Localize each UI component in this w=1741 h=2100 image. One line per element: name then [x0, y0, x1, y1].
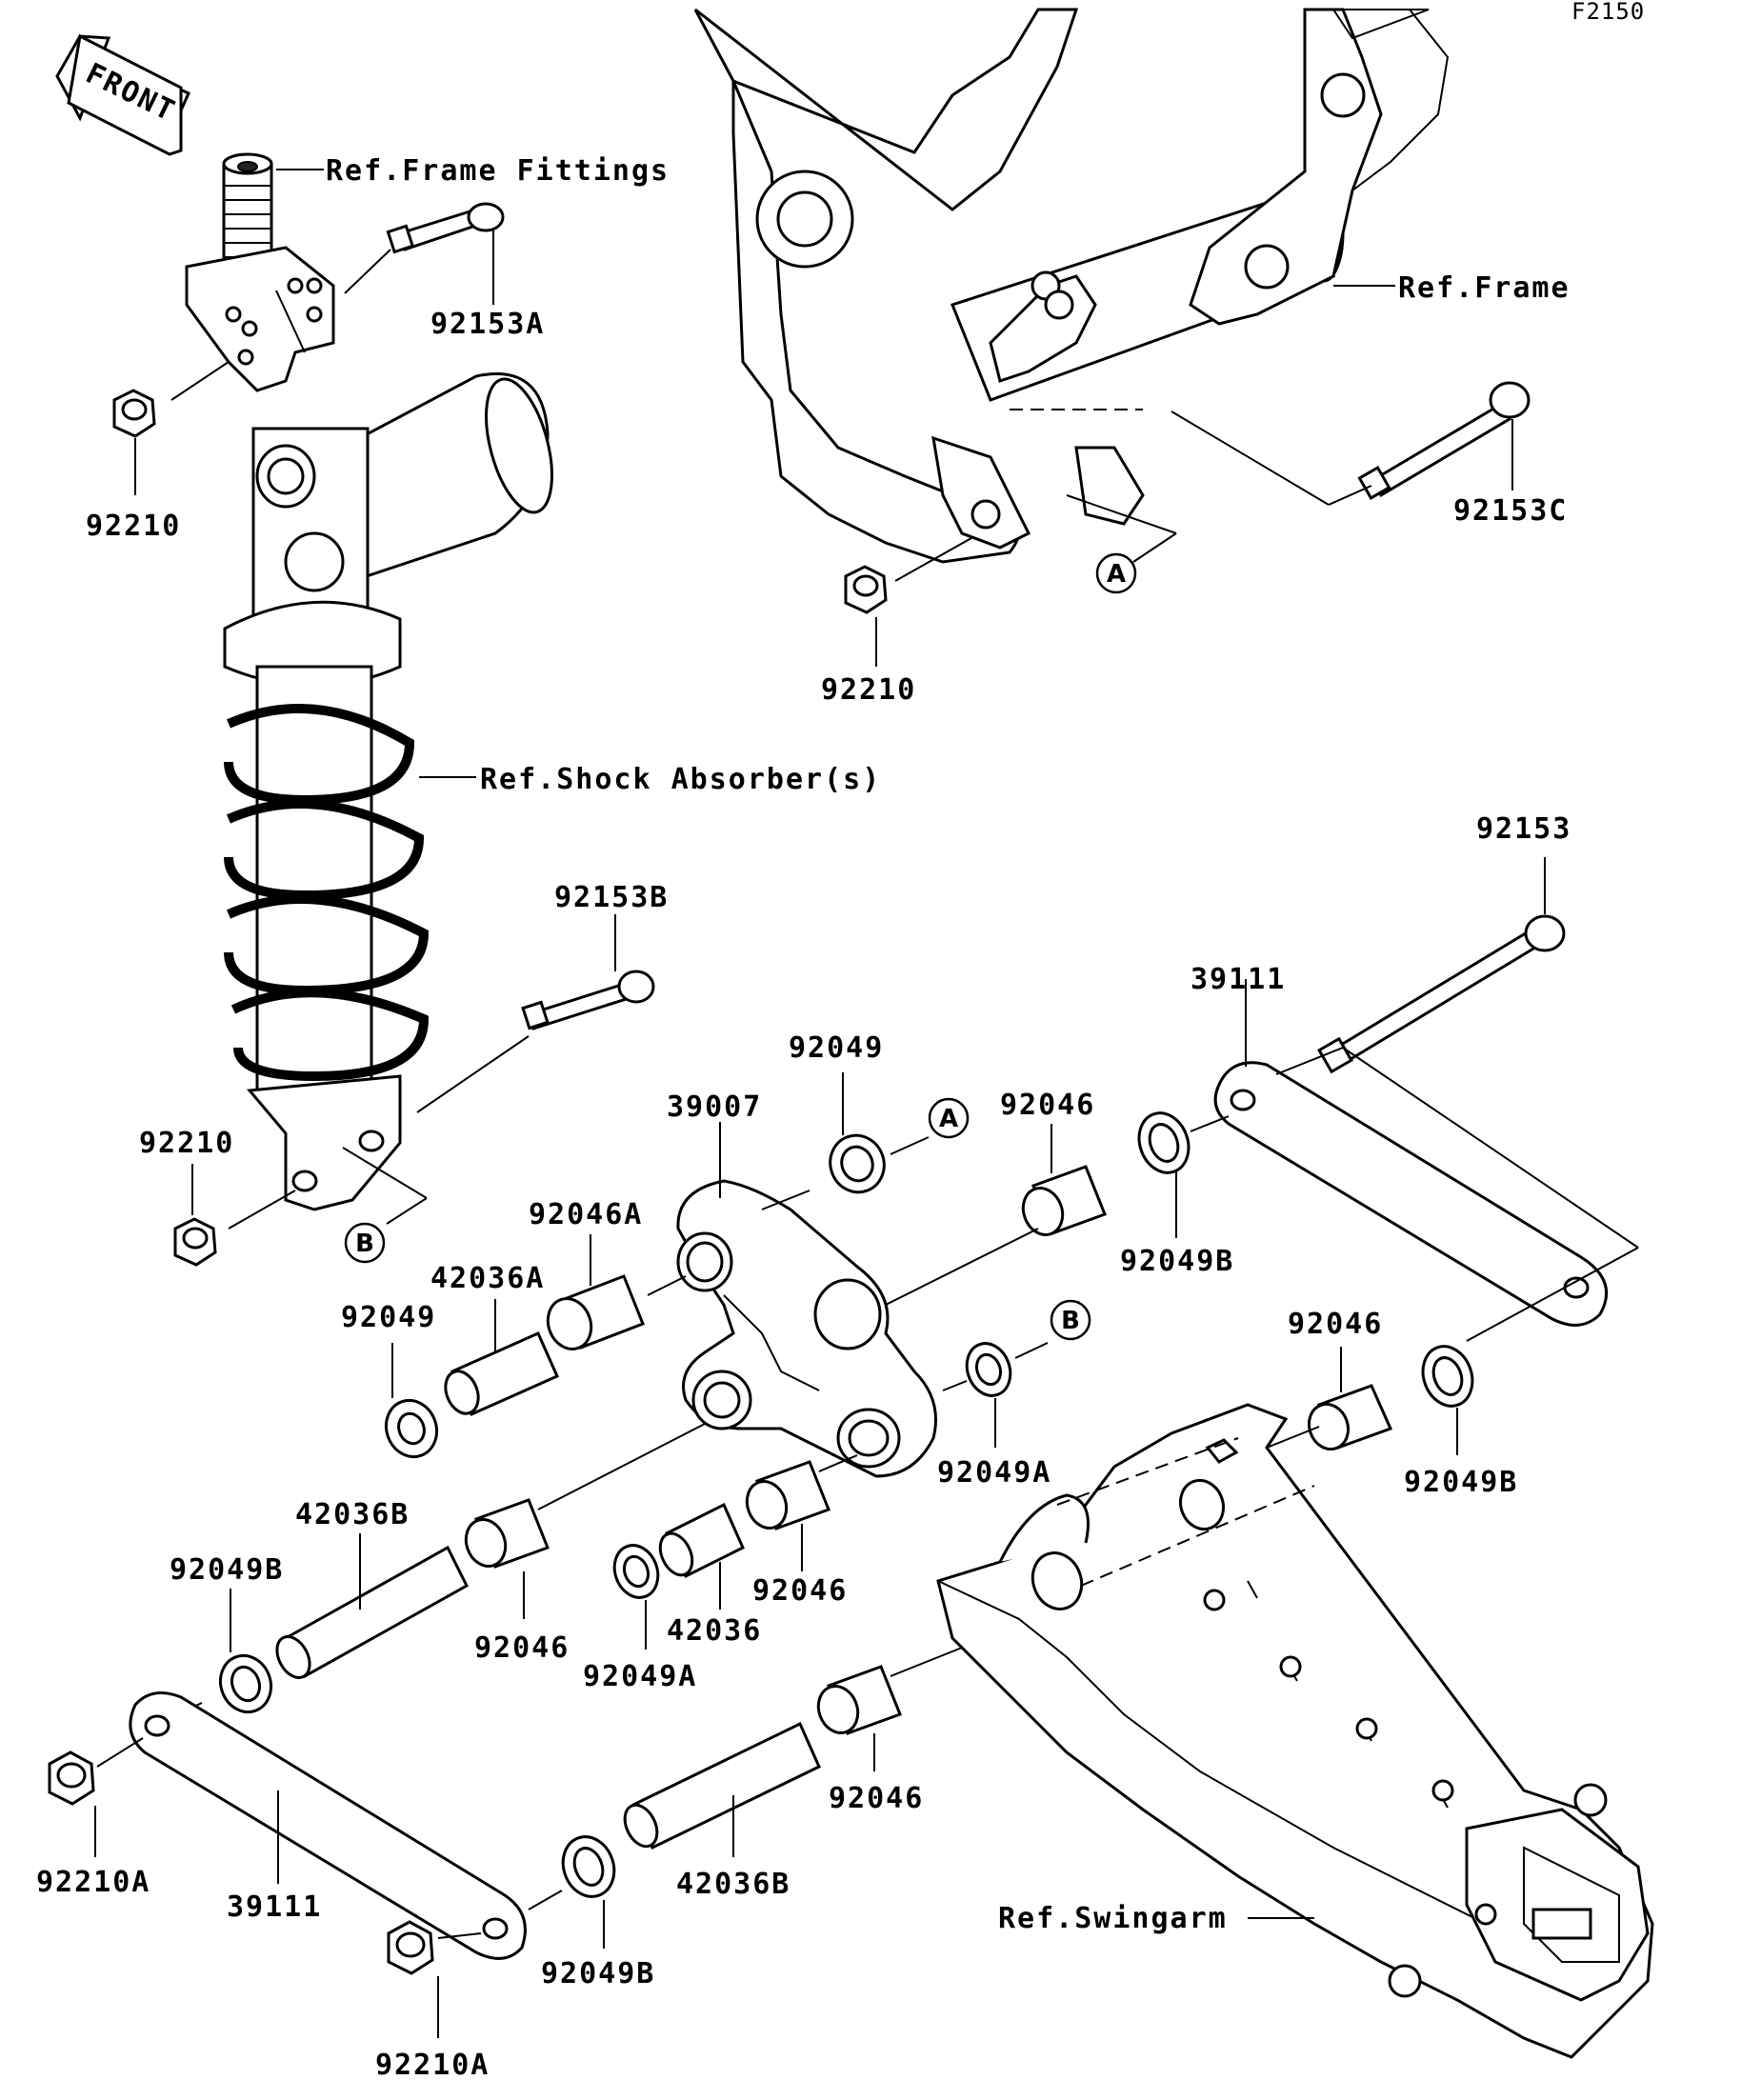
bolt-92153C: [1357, 381, 1531, 500]
shock-absorber: [223, 372, 553, 1211]
callout-a-mid: A: [939, 1105, 958, 1133]
tie-rod-39111-top: [1213, 1061, 1609, 1327]
callout-b-mid: B: [1061, 1307, 1080, 1335]
nut-92210A-left: [48, 1750, 95, 1806]
ref-frame-fittings-label: Ref.Frame Fittings: [326, 154, 670, 188]
part-label-92210A-left: 92210A: [36, 1866, 150, 1899]
bearing-92046-low2: [745, 1460, 830, 1530]
part-label-92210A-low: 92210A: [375, 2049, 490, 2082]
nut-92210A-low: [387, 1920, 434, 1975]
bearing-92046-low1: [464, 1498, 550, 1569]
ref-swingarm-label: Ref.Swingarm: [998, 1902, 1228, 1935]
tie-rod-39111-low: [129, 1691, 527, 1960]
sleeve-42036B-top: [275, 1545, 469, 1679]
part-label-92049A-low: 92049A: [583, 1660, 697, 1693]
nut-92210-shock: [173, 1217, 217, 1267]
nut-92210-top: [112, 389, 156, 438]
collar-92049B-right: [1421, 1345, 1474, 1408]
frame-fitting-bracket: [185, 152, 335, 392]
swingarm: [936, 1403, 1654, 2059]
part-label-92049-left: 92049: [341, 1301, 436, 1334]
part-label-92049B-left: 92049B: [170, 1553, 284, 1587]
diagram-code: F2150: [1571, 0, 1645, 25]
callout-a-top: A: [1107, 560, 1126, 589]
part-label-39007: 39007: [667, 1090, 762, 1124]
part-label-92046-low2: 92046: [752, 1574, 848, 1608]
part-label-92046-low1: 92046: [474, 1631, 570, 1665]
bearing-92046-low3: [816, 1665, 902, 1735]
part-label-92046-right: 92046: [1288, 1308, 1383, 1341]
collar-92049A-right: [965, 1342, 1012, 1397]
part-label-92210-shock: 92210: [139, 1127, 234, 1160]
ref-shock-absorber-label: Ref.Shock Absorber(s): [480, 763, 881, 796]
collar-92049-top: [829, 1133, 886, 1194]
collar-92049A-low: [612, 1544, 660, 1599]
part-label-92049A-right: 92049A: [937, 1456, 1051, 1490]
part-label-92049B-a: 92049B: [1120, 1245, 1234, 1278]
sleeve-42036B-low: [623, 1721, 821, 1850]
bolt-92153: [1317, 914, 1566, 1074]
part-label-92153: 92153: [1476, 812, 1571, 846]
bearing-92046-right: [1307, 1384, 1393, 1451]
nut-92210-frame: [844, 565, 888, 614]
part-label-92153C: 92153C: [1453, 494, 1568, 528]
part-label-42036B-top: 42036B: [295, 1498, 410, 1531]
part-label-92049B-right: 92049B: [1404, 1466, 1518, 1499]
collar-92049B-left: [219, 1653, 272, 1714]
part-label-92046A: 92046A: [529, 1198, 643, 1231]
part-label-92153A: 92153A: [430, 308, 545, 341]
bearing-92046A: [546, 1274, 645, 1350]
part-label-92210-top: 92210: [86, 510, 181, 543]
part-label-39111-low: 39111: [227, 1890, 322, 1924]
frame-section: [693, 8, 1450, 564]
collar-92049B-a: [1137, 1111, 1191, 1174]
part-label-92046-top: 92046: [1000, 1089, 1095, 1122]
sleeve-42036A: [444, 1331, 559, 1416]
part-label-92153B: 92153B: [554, 881, 669, 914]
part-label-42036: 42036: [667, 1614, 762, 1648]
collar-92049-left: [385, 1398, 438, 1459]
bolt-92153B: [521, 970, 655, 1030]
part-label-42036A: 42036A: [430, 1262, 545, 1295]
part-label-39111-top: 39111: [1191, 963, 1286, 996]
sleeve-42036: [658, 1502, 745, 1579]
bolt-92153A: [386, 202, 505, 254]
front-arrow-icon: FRONT: [55, 33, 190, 156]
part-label-92210-frame: 92210: [821, 673, 916, 707]
part-label-92049B-low: 92049B: [541, 1957, 655, 1990]
part-label-92046-low3: 92046: [829, 1782, 924, 1815]
part-label-92049-top: 92049: [789, 1031, 884, 1065]
rocker-arm-39007: [676, 1179, 937, 1478]
callout-b-left: B: [355, 1230, 374, 1258]
part-label-42036B-low: 42036B: [676, 1868, 790, 1901]
collar-92049B-low: [561, 1835, 616, 1898]
ref-frame-label: Ref.Frame: [1398, 271, 1571, 305]
bearing-92046-top: [1021, 1165, 1107, 1236]
